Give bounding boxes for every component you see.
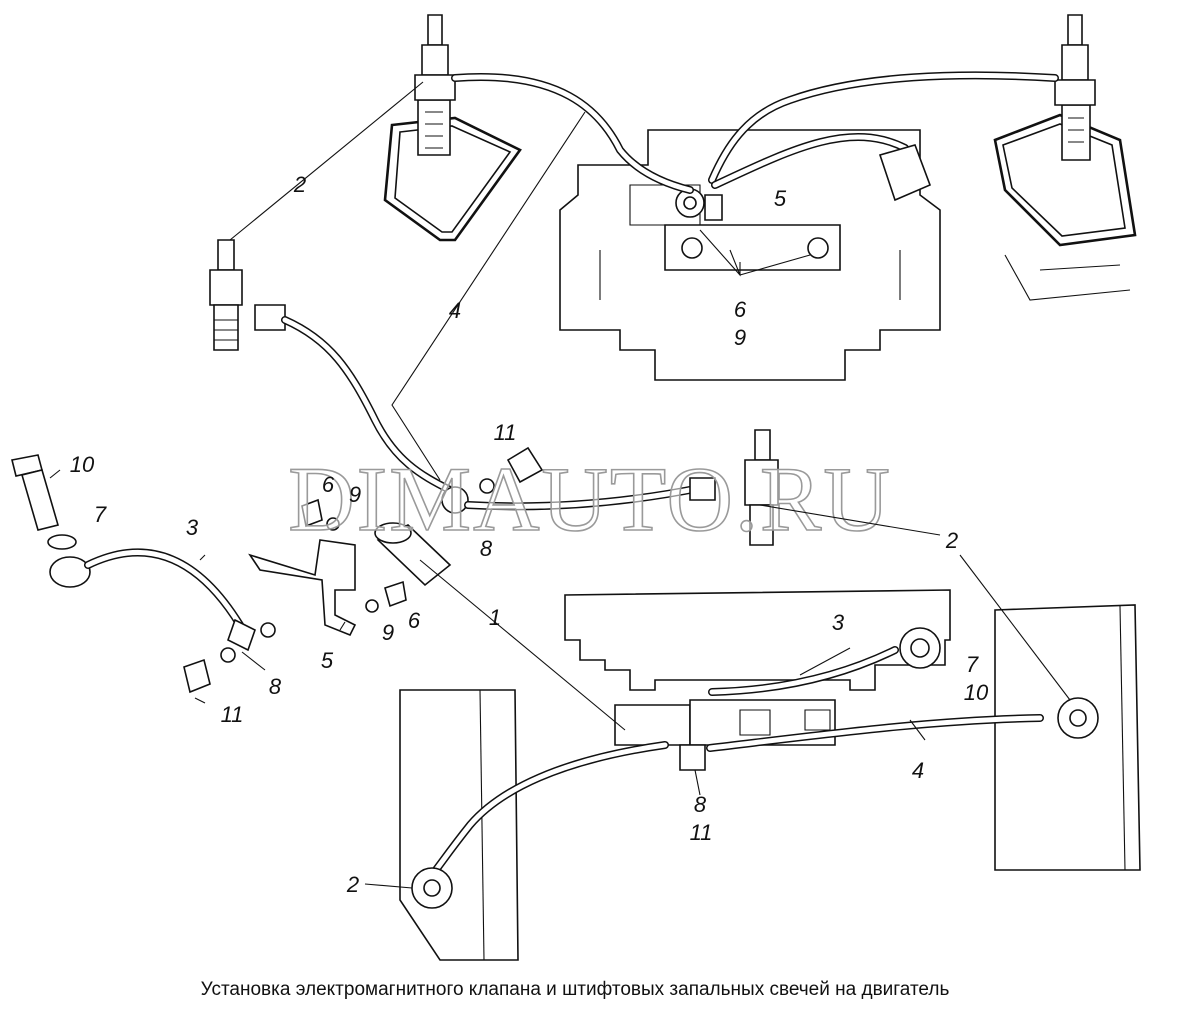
callout-label: 1 — [489, 605, 501, 630]
glow-plug-top-left — [414, 14, 456, 101]
left-frame-rail — [399, 689, 519, 961]
callout-label: 5 — [321, 648, 334, 673]
callout-label: 2 — [945, 528, 958, 553]
callout-label: 9 — [734, 325, 746, 350]
callout-label: 2 — [293, 172, 306, 197]
top-fuel-lines — [451, 71, 1059, 202]
callout-label: 10 — [70, 452, 95, 477]
callout-label: 8 — [480, 536, 493, 561]
callout-label: 6 — [734, 297, 747, 322]
right-frame-rail — [994, 604, 1141, 871]
glow-plug-top-right — [1054, 14, 1096, 106]
left-fuel-tank — [383, 99, 522, 242]
callout-label: 3 — [832, 610, 845, 635]
lower-pipes — [411, 627, 1099, 909]
callout-label: 6 — [322, 472, 335, 497]
callout-label: 2 — [346, 872, 359, 897]
callout-label: 7 — [94, 502, 107, 527]
callout-label: 9 — [349, 482, 361, 507]
bolts-6-9-exploded — [301, 498, 407, 613]
fuel-pipe-3-exploded — [49, 548, 276, 694]
callout-label: 5 — [774, 186, 787, 211]
glow-plug-exploded-left — [209, 239, 243, 351]
watermark: DIMAUTO.RU — [288, 448, 892, 550]
leader-lines — [49, 81, 1071, 889]
right-fuel-tank — [993, 104, 1137, 301]
fuel-pipe-4-exploded — [254, 304, 716, 514]
solenoid-valve-top — [664, 188, 841, 271]
callout-label: 9 — [382, 620, 394, 645]
callout-label: 6 — [408, 608, 421, 633]
bolt-11-top — [479, 446, 544, 494]
callout-label: 3 — [186, 515, 199, 540]
callout-label: 8 — [694, 792, 707, 817]
callout-labels: 2 4 5 6 9 10 7 3 11 8 1 2 3 7 10 4 8 11 … — [70, 172, 989, 897]
hollow-bolt-10 — [11, 454, 77, 550]
callout-label: 4 — [912, 758, 924, 783]
callout-label: 8 — [269, 674, 282, 699]
callout-label: 11 — [494, 420, 517, 445]
callout-label: 7 — [966, 652, 979, 677]
callout-label: 11 — [221, 702, 244, 727]
bracket-5-exploded — [248, 539, 357, 637]
lower-engine-outline — [564, 589, 951, 746]
callout-label: 10 — [964, 680, 989, 705]
glow-plug-exploded-right — [744, 429, 779, 546]
callout-label: 4 — [449, 298, 461, 323]
callout-label: 11 — [690, 820, 713, 845]
diagram-caption: Установка электромагнитного клапана и шт… — [201, 979, 950, 1000]
